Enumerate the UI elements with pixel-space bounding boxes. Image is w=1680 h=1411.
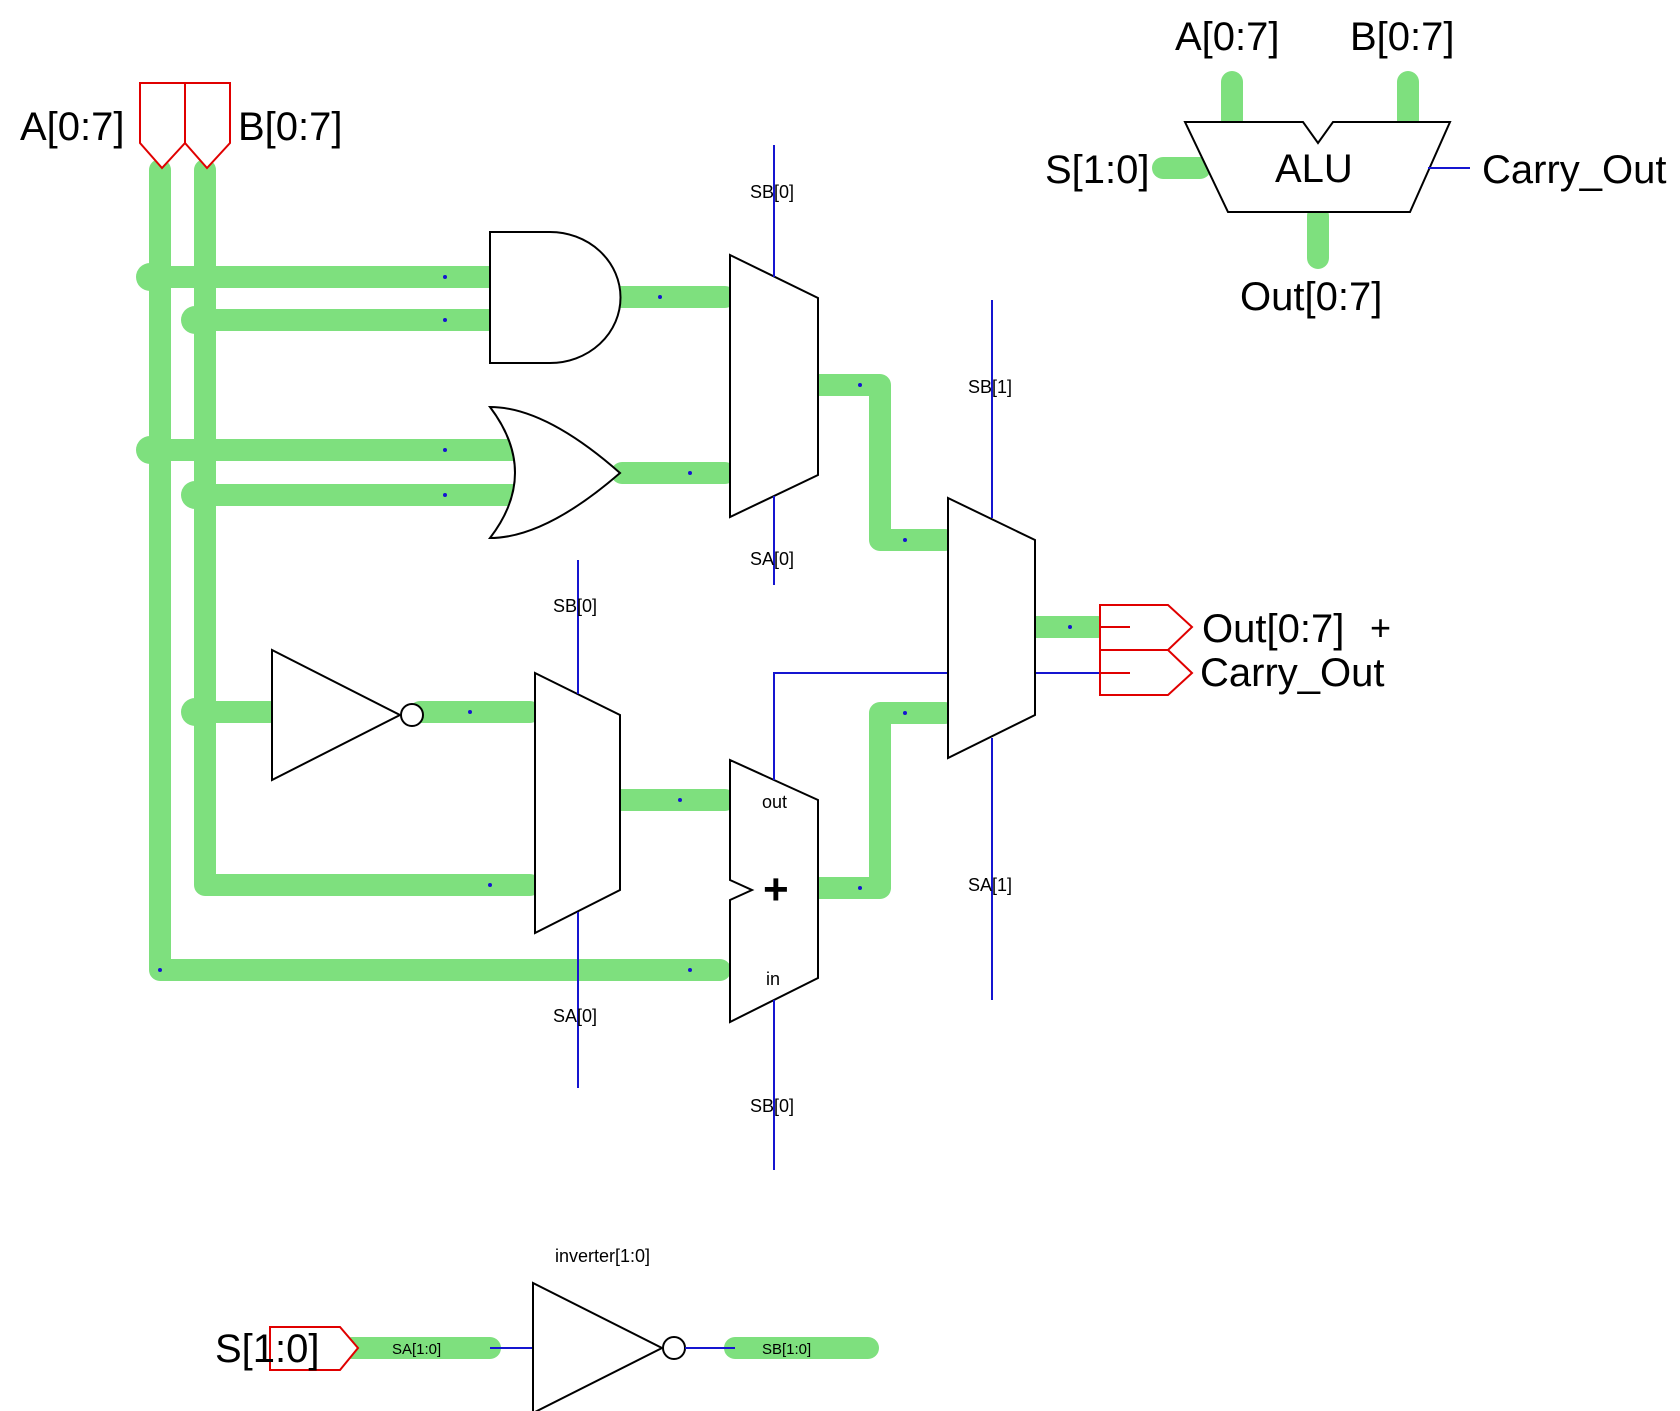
label-sa0-top: SA[0]	[750, 549, 794, 569]
mux-3[interactable]	[947, 496, 1036, 760]
label-sb0-mid: SB[0]	[553, 596, 597, 616]
alu-pin-s-label: S[1:0]	[1045, 148, 1150, 192]
connection-dot	[443, 448, 447, 452]
label-sb1: SB[1]	[968, 377, 1012, 397]
label-sa1: SA[1]	[968, 875, 1012, 895]
select-inverter[interactable]	[532, 1281, 665, 1411]
bus-junctions	[136, 263, 209, 726]
connection-dot	[443, 275, 447, 279]
junction	[181, 306, 209, 334]
connection-dot	[678, 798, 682, 802]
connection-dot	[688, 471, 692, 475]
adder[interactable]	[729, 758, 819, 1024]
select-bus-in-label: SA[1:0]	[392, 1341, 441, 1358]
connection-dot	[488, 883, 492, 887]
adder-in-label: in	[766, 969, 780, 989]
connection-dot	[468, 710, 472, 714]
and-gate[interactable]	[489, 231, 622, 364]
label-sb0-top: SB[0]	[750, 182, 794, 202]
select-inverter-bubble	[662, 1336, 686, 1360]
connection-dot	[903, 538, 907, 542]
bus-mux1-to-mux3[interactable]	[807, 374, 956, 551]
datapath-inverter-bubble	[400, 703, 424, 727]
connection-dot	[443, 493, 447, 497]
alu-title: ALU	[1275, 147, 1353, 191]
output-ports[interactable]: Out[0:7] + Carry_Out	[1099, 604, 1391, 696]
adder-out-label: out	[762, 792, 787, 812]
select-input-port-shape[interactable]	[269, 1326, 360, 1371]
alu-pin-a-label: A[0:7]	[1175, 15, 1280, 59]
alu-symbol-body[interactable]	[1183, 121, 1452, 213]
junction	[136, 436, 164, 464]
connection-dot	[903, 711, 907, 715]
select-input-label: S[1:0]	[215, 1327, 320, 1371]
output-port-carry-shape[interactable]	[1099, 649, 1194, 696]
bus-adder-to-mux3[interactable]	[807, 702, 956, 899]
adder-plus-symbol: +	[763, 865, 789, 914]
label-sa0-mid: SA[0]	[553, 1006, 597, 1026]
bus-network	[139, 71, 1419, 1359]
input-port-a-shape[interactable]	[139, 82, 186, 170]
alu-pin-carry-label: Carry_Out	[1482, 148, 1667, 192]
connection-dot	[1068, 625, 1072, 629]
input-a-label: A[0:7]	[20, 105, 125, 149]
output-plus-mark: +	[1370, 607, 1391, 648]
connection-dot	[858, 886, 862, 890]
input-port-ab[interactable]: A[0:7] B[0:7]	[20, 82, 343, 170]
input-port-b-shape[interactable]	[184, 82, 231, 170]
bus-b-main[interactable]	[194, 159, 541, 896]
datapath-inverter[interactable]	[271, 648, 403, 782]
connection-dot	[688, 968, 692, 972]
alu-pin-b-label: B[0:7]	[1350, 15, 1455, 59]
junction	[136, 263, 164, 291]
connection-dot	[658, 295, 662, 299]
inverter-instance-name: inverter[1:0]	[555, 1246, 650, 1266]
label-sb0-bottom: SB[0]	[750, 1096, 794, 1116]
alu-symbol[interactable]: ALU A[0:7] B[0:7] S[1:0] Carry_Out Out[0…	[1045, 15, 1667, 319]
connection-dot	[858, 383, 862, 387]
junction	[181, 698, 209, 726]
alu-pin-out-label: Out[0:7]	[1240, 275, 1382, 319]
connection-dot	[158, 968, 162, 972]
output-out-label: Out[0:7]	[1202, 607, 1344, 651]
connection-dots	[158, 275, 1072, 972]
mux-2[interactable]	[534, 671, 621, 935]
select-bus-out-label: SB[1:0]	[762, 1341, 811, 1358]
input-b-label: B[0:7]	[238, 105, 343, 149]
mux-1[interactable]	[729, 253, 819, 519]
output-carry-label: Carry_Out	[1200, 651, 1385, 695]
connection-dot	[443, 318, 447, 322]
or-gate[interactable]	[487, 405, 622, 540]
output-port-out-shape[interactable]	[1099, 604, 1194, 651]
junction	[181, 481, 209, 509]
select-section: S[1:0] SA[1:0] SB[1:0] inverter[1:0]	[215, 1246, 811, 1411]
